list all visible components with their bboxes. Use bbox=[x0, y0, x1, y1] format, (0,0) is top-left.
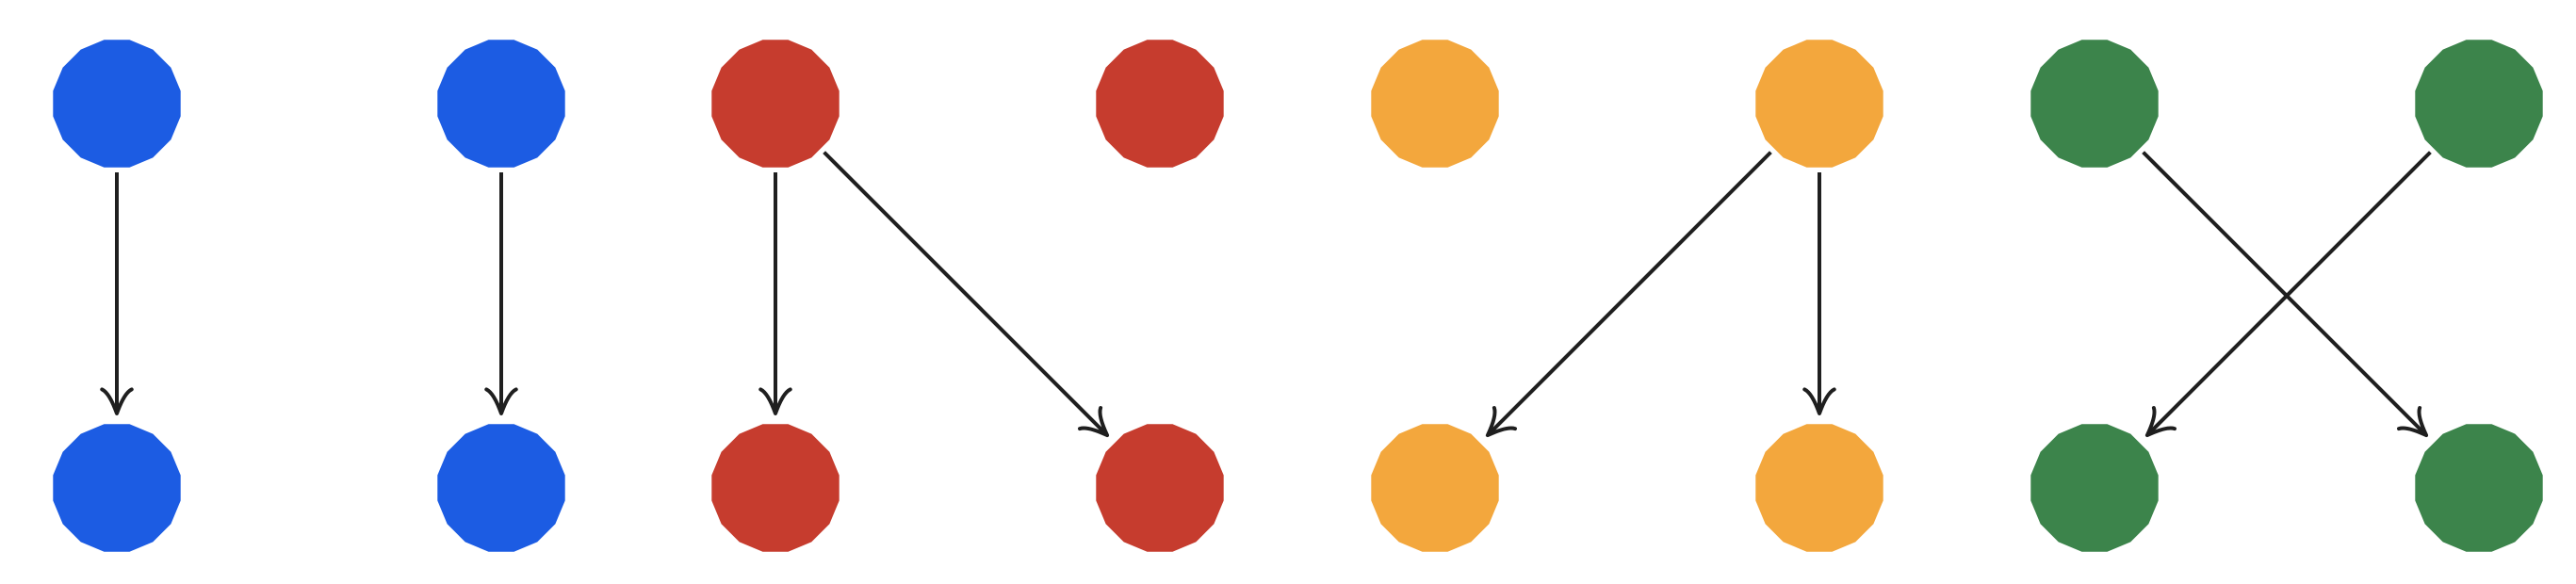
edge-line bbox=[2142, 151, 2428, 437]
arrowhead-icon bbox=[484, 387, 518, 415]
node-orange-top-left bbox=[1371, 40, 1499, 168]
nodes-layer bbox=[53, 40, 2543, 552]
edge-line bbox=[2145, 151, 2432, 437]
node-blue-bottom-left bbox=[53, 424, 181, 552]
node-red-top-left bbox=[711, 40, 840, 168]
node-red-top-right bbox=[1096, 40, 1224, 168]
edge-blue-top-right-to-bottom-right bbox=[484, 172, 518, 415]
arrowhead-icon bbox=[100, 387, 134, 415]
arrowhead-icon bbox=[1078, 406, 1110, 438]
edge-line bbox=[823, 151, 1109, 437]
edge-green-top-right-to-bottom-left bbox=[2144, 151, 2432, 438]
arrowhead-icon bbox=[2144, 406, 2177, 438]
node-red-bottom-left bbox=[711, 424, 840, 552]
edge-green-top-left-to-bottom-right bbox=[2142, 151, 2429, 438]
node-blue-bottom-right bbox=[437, 424, 565, 552]
node-blue-top-left bbox=[53, 40, 181, 168]
arrowhead-icon bbox=[1485, 406, 1517, 438]
node-orange-bottom-left bbox=[1371, 424, 1499, 552]
node-green-top-left bbox=[2030, 40, 2159, 168]
node-blue-top-right bbox=[437, 40, 565, 168]
arrowhead-icon bbox=[2397, 406, 2429, 438]
arrowhead-icon bbox=[1802, 387, 1836, 415]
edge-line bbox=[1486, 151, 1772, 437]
node-green-bottom-left bbox=[2030, 424, 2159, 552]
node-orange-bottom-right bbox=[1755, 424, 1883, 552]
edge-red-top-left-to-bottom-left bbox=[758, 172, 792, 415]
edge-red-top-left-to-bottom-right bbox=[823, 151, 1110, 438]
edge-blue-top-left-to-bottom-left bbox=[100, 172, 134, 415]
node-orange-top-right bbox=[1755, 40, 1883, 168]
node-green-bottom-right bbox=[2415, 424, 2543, 552]
edges-layer bbox=[100, 151, 2432, 438]
node-green-top-right bbox=[2415, 40, 2543, 168]
edge-orange-top-right-to-bottom-left bbox=[1485, 151, 1772, 438]
node-red-bottom-right bbox=[1096, 424, 1224, 552]
edge-orange-top-right-to-bottom-right bbox=[1802, 172, 1836, 415]
arrowhead-icon bbox=[758, 387, 792, 415]
